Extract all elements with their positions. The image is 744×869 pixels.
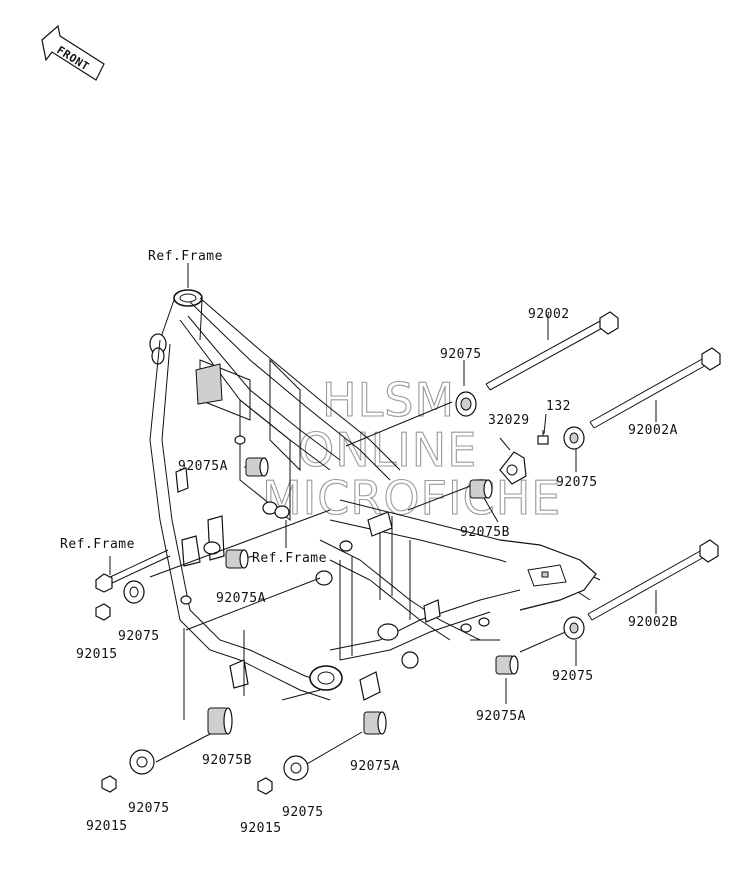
label-92015-left: 92015: [76, 647, 118, 662]
bushing-92075A-mid: [225, 549, 249, 569]
label-32029: 32029: [488, 413, 530, 428]
watermark-line-2: ONLINE: [298, 423, 477, 477]
label-92075-right1: 92075: [556, 475, 598, 490]
leader-lines: [109, 263, 657, 769]
watermark-line-1: HLSM: [322, 373, 455, 427]
label-92075-left: 92075: [118, 629, 160, 644]
collar-92075-right1: [563, 426, 585, 450]
label-92075-bottom-mid: 92075: [282, 805, 324, 820]
bolt-92002: [485, 311, 619, 391]
label-92075A-right: 92075A: [476, 709, 526, 724]
bolt-left: [95, 549, 171, 593]
collar-92075-left: [123, 580, 145, 604]
label-92075-top: 92075: [440, 347, 482, 362]
bracket-32029: [499, 451, 527, 485]
bolt-92002B: [587, 539, 719, 621]
label-92075-bottom-left: 92075: [128, 801, 170, 816]
nut-92015-bottom-left: [101, 775, 117, 793]
front-arrow-icon: FRONT: [41, 24, 105, 81]
label-92015-bottom-left: 92015: [86, 819, 128, 834]
collar-92075-top: [455, 391, 477, 417]
bushing-92075B-right: [469, 479, 493, 499]
label-92075B-right: 92075B: [460, 525, 510, 540]
collar-92075-bottom-mid: [283, 755, 309, 781]
label-92075A-mid: 92075A: [216, 591, 266, 606]
bushing-92075A-right: [495, 655, 519, 675]
label-92015-bottom-mid: 92015: [240, 821, 282, 836]
bushing-92075A-bottom: [363, 711, 387, 735]
collar-92075-right2: [563, 616, 585, 640]
bolt-132: [537, 430, 549, 445]
bolt-92002A: [589, 347, 721, 429]
label-92002: 92002: [528, 307, 570, 322]
nut-92015-left: [95, 603, 111, 621]
motorcycle-frame: [149, 289, 601, 701]
label-132: 132: [546, 399, 571, 414]
collar-92075-bottom-left: [129, 749, 155, 775]
watermark: HLSM ONLINE MICROFICHE: [261, 372, 560, 525]
nut-92015-bottom-mid: [257, 777, 273, 795]
bushing-92075A-upper: [245, 457, 269, 477]
label-ref-frame-left: Ref.Frame: [60, 537, 135, 552]
label-92075B-bottom: 92075B: [202, 753, 252, 768]
part-labels: Ref.Frame Ref.Frame Ref.Frame 92002 9200…: [60, 249, 678, 836]
bushing-92075B-bottom: [207, 707, 233, 735]
label-92075A-upper: 92075A: [178, 459, 228, 474]
label-92075A-bottom: 92075A: [350, 759, 400, 774]
label-92075-right2: 92075: [552, 669, 594, 684]
label-ref-frame-top: Ref.Frame: [148, 249, 223, 264]
label-92002A: 92002A: [628, 423, 678, 438]
label-92002B: 92002B: [628, 615, 678, 630]
label-ref-frame-mid: Ref.Frame: [252, 551, 327, 566]
